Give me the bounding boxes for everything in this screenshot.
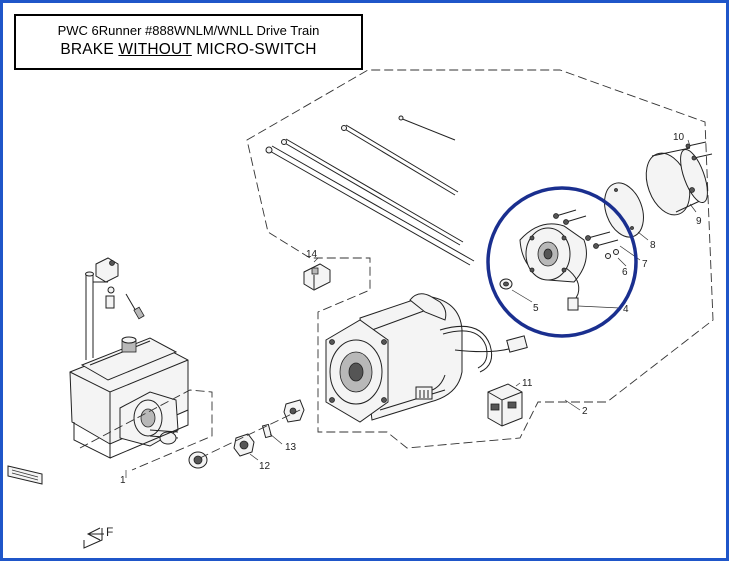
- leader-8: [637, 231, 649, 241]
- subtitle-prefix: BRAKE: [60, 41, 119, 58]
- subtitle-emphasis: WITHOUT: [118, 41, 192, 58]
- brake-subtitle: BRAKE WITHOUT MICRO-SWITCH: [16, 41, 361, 59]
- callout-11: 11: [522, 378, 533, 389]
- assembly-boundary-2: [246, 69, 714, 449]
- drive-motor: [325, 293, 528, 423]
- leader-11: [515, 382, 521, 387]
- coupling-part-12: [233, 433, 255, 457]
- screws-part-7: [553, 209, 619, 249]
- key-part-13: [261, 423, 273, 439]
- callout-7: 7: [642, 259, 648, 270]
- model-title: PWC 6Runner #888WNLM/WNLL Drive Train: [57, 23, 320, 38]
- callout-13: 13: [285, 442, 297, 453]
- callout-14: 14: [306, 249, 318, 260]
- leader-4: [577, 305, 621, 309]
- leader-6: [617, 257, 627, 267]
- gearbox-part-1: [69, 257, 189, 459]
- screws-part-10: [685, 141, 713, 161]
- label-plate-lines: [11, 469, 39, 481]
- callout-2: 2: [582, 406, 588, 417]
- cable-ties: [265, 115, 475, 266]
- subtitle-suffix: MICRO-SWITCH: [191, 41, 317, 58]
- callout-1: 1: [120, 475, 126, 486]
- leader-5: [511, 289, 533, 303]
- callout-12: 12: [259, 461, 271, 472]
- leader-9: [689, 203, 697, 213]
- terminal-block-part-11: [487, 383, 523, 427]
- connector-part-14: [303, 263, 331, 291]
- callout-9: 9: [696, 216, 702, 227]
- gasket-part-8: [604, 182, 644, 238]
- direction-arrow-icon: [83, 527, 104, 549]
- callout-6: 6: [622, 267, 628, 278]
- shaft-collar-part: [283, 399, 305, 423]
- leader-2: [564, 399, 581, 411]
- callout-10: 10: [673, 132, 685, 143]
- brake-cover-part-9: [645, 147, 708, 216]
- callout-8: 8: [650, 240, 656, 251]
- boundary-1: [79, 389, 213, 471]
- hub-nut-part: [188, 451, 208, 469]
- leader-14: [313, 257, 319, 263]
- title-box: PWC 6Runner #888WNLM/WNLL Drive Train BR…: [14, 14, 363, 70]
- leader-13: [269, 433, 283, 445]
- callout-5: 5: [533, 303, 539, 314]
- brake-assembly: [499, 209, 619, 311]
- leader-12: [249, 453, 259, 461]
- leader-10: [687, 139, 691, 147]
- direction-label: F: [106, 525, 113, 539]
- axle-centerline: [199, 409, 301, 459]
- brake-highlight-circle: [486, 186, 638, 338]
- label-plate: [7, 465, 43, 485]
- callout-4: 4: [623, 304, 629, 315]
